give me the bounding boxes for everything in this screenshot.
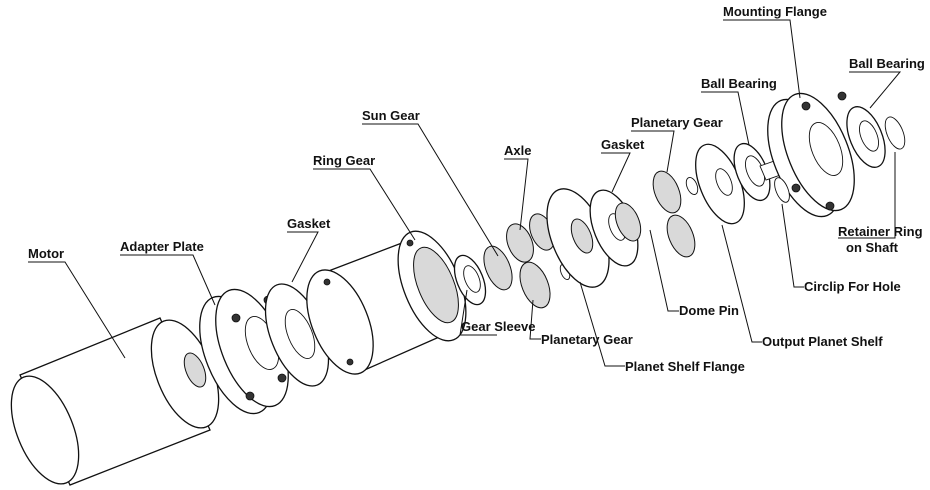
label-mounting-flange: Mounting Flange <box>723 4 827 19</box>
label-axle: Axle <box>504 143 531 158</box>
label-sun-gear: Sun Gear <box>362 108 420 123</box>
label-motor: Motor <box>28 246 64 261</box>
motor-part <box>10 317 220 486</box>
gear-sleeve-part <box>453 254 487 306</box>
label-gasket-2: Gasket <box>601 137 645 152</box>
circlip-part <box>774 177 790 203</box>
label-gasket-1: Gasket <box>287 216 331 231</box>
label-retainer-ring-line2: on Shaft <box>846 240 899 255</box>
label-dome-pin: Dome Pin <box>679 303 739 318</box>
label-planetary-gear-2: Planetary Gear <box>631 115 723 130</box>
ring-gear-part <box>306 230 467 375</box>
label-gear-sleeve: Gear Sleeve <box>461 319 535 334</box>
labels: Motor Adapter Plate Gasket Ring Gear Sun… <box>28 4 925 374</box>
ball-bearing-2-part <box>846 106 886 168</box>
label-retainer-ring-line1: Retainer Ring <box>838 224 923 239</box>
label-output-planet-shelf: Output Planet Shelf <box>762 334 883 349</box>
label-ball-bearing-1: Ball Bearing <box>701 76 777 91</box>
leader-lines <box>28 19 902 367</box>
retainer-ring-part <box>884 116 906 150</box>
label-ring-gear: Ring Gear <box>313 153 375 168</box>
label-planet-shelf-flange: Planet Shelf Flange <box>625 359 745 374</box>
planetary-gear-2-part <box>614 170 699 258</box>
label-planetary-gear-1: Planetary Gear <box>541 332 633 347</box>
label-adapter-plate: Adapter Plate <box>120 239 204 254</box>
label-circlip-for-hole: Circlip For Hole <box>804 279 901 294</box>
planetary-gear-1-part <box>519 261 571 309</box>
label-ball-bearing-2: Ball Bearing <box>849 56 925 71</box>
output-planet-shelf-part <box>695 143 745 225</box>
mounting-flange-part <box>767 91 855 218</box>
